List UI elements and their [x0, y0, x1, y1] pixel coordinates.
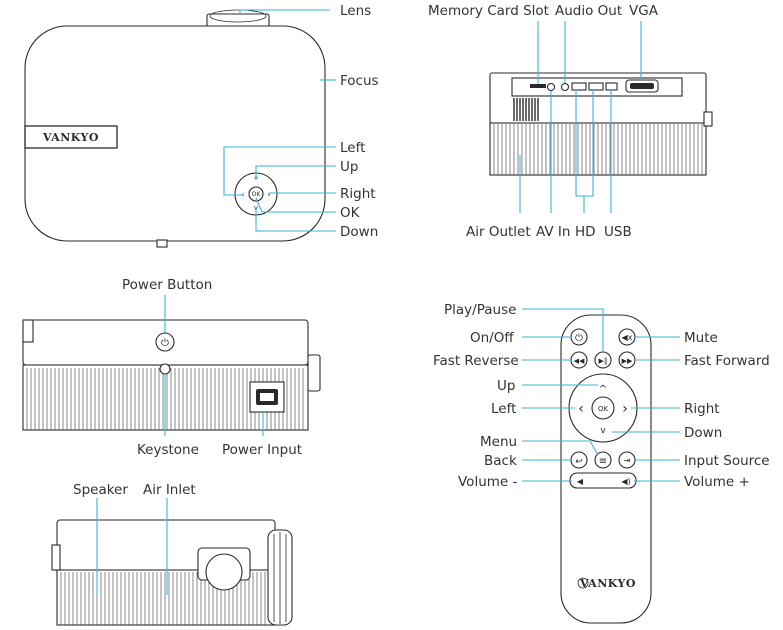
- remote-up-label: Up: [497, 378, 515, 394]
- back-label: Back: [484, 453, 517, 469]
- top-brand-plate: [24, 125, 118, 149]
- volume-plus-label: Volume +: [684, 474, 750, 490]
- remote-ok-text: OK: [598, 405, 609, 413]
- remote-control: ⏻ ◀x ◀◀ ▶‖ ▶▶ OK ^ ‹ › v ↩ ≡ ⇥ ◀ ◀) VANK…: [433, 302, 770, 624]
- front-side-tab: [51, 544, 61, 571]
- pad-right-arrow-icon: ›: [267, 190, 270, 199]
- on-off-icon: ⏻: [575, 333, 583, 344]
- memory-card-slot: [530, 84, 546, 88]
- remote-right-icon: ›: [622, 401, 628, 417]
- pad-ok-text: OK: [252, 191, 262, 198]
- side-focus-wheel: [307, 354, 321, 392]
- mute-label: Mute: [684, 330, 718, 346]
- remote-down-label: Down: [684, 425, 722, 441]
- back-icon: ↩: [575, 457, 583, 467]
- top-right-label: Right: [340, 186, 376, 202]
- top-brand-text: VANKYO: [42, 131, 99, 144]
- memory-card-slot-label: Memory Card Slot: [428, 3, 549, 19]
- power-input-label: Power Input: [222, 442, 302, 458]
- front-lens: [205, 553, 243, 591]
- remote-left-label: Left: [491, 401, 516, 417]
- fast-reverse-label: Fast Reverse: [433, 353, 519, 369]
- top-ok-label: OK: [340, 205, 361, 221]
- remote-up-icon: ^: [599, 384, 607, 395]
- play-pause-icon: ▶‖: [599, 357, 608, 365]
- pad-ok-button: [248, 186, 264, 202]
- fast-reverse-icon: ◀◀: [574, 357, 585, 365]
- front-fins: [60, 572, 266, 625]
- remote-right-label: Right: [684, 401, 720, 417]
- fast-forward-icon: ▶▶: [622, 357, 633, 365]
- input-source-icon: ⇥: [624, 456, 631, 465]
- rear-vent: [513, 98, 539, 121]
- power-button-label: Power Button: [122, 277, 212, 293]
- lens-label: Lens: [340, 3, 371, 19]
- play-pause-label: Play/Pause: [444, 302, 516, 318]
- rear-side-knob: [703, 111, 713, 127]
- mute-icon: ◀x: [622, 333, 633, 342]
- fast-forward-label: Fast Forward: [684, 353, 770, 369]
- av-in-label: AV In: [536, 224, 570, 240]
- focus-label: Focus: [340, 73, 379, 89]
- volume-down-icon: ◀: [577, 477, 584, 486]
- rear-fins: [493, 124, 703, 175]
- side-front-tab: [22, 319, 34, 343]
- menu-icon: ≡: [599, 456, 607, 467]
- keystone-knob: [159, 363, 171, 375]
- speaker-label: Speaker: [73, 482, 128, 498]
- keystone-label: Keystone: [137, 442, 199, 458]
- usb-port: [605, 82, 618, 91]
- on-off-label: On/Off: [470, 330, 514, 346]
- remote-left-icon: ‹: [578, 401, 584, 417]
- side-view: ⏻ Power Button Keystone Power Input: [22, 277, 321, 458]
- remote-down-icon: v: [600, 426, 606, 436]
- volume-up-icon: ◀): [621, 477, 630, 486]
- hd-label: HD: [575, 224, 596, 240]
- air-inlet-label: Air Inlet: [143, 482, 196, 498]
- top-view: VANKYO OK ^ ‹ › v Lens Focus Left Up Rig…: [24, 3, 379, 248]
- volume-minus-label: Volume -: [458, 474, 518, 490]
- remote-brand-text: VANKYO: [579, 577, 636, 590]
- power-icon: ⏻: [161, 338, 169, 349]
- vga-label: VGA: [629, 3, 659, 19]
- remote-logo-icon: [577, 577, 589, 589]
- remote-menu-button: [594, 451, 612, 469]
- top-left-label: Left: [340, 140, 365, 156]
- hd-port-1: [571, 82, 587, 91]
- top-up-label: Up: [340, 159, 358, 175]
- hd-port-2: [588, 82, 604, 91]
- menu-label: Menu: [480, 434, 517, 450]
- av-in-port: [546, 82, 556, 92]
- audio-out-port: [560, 82, 570, 92]
- rear-view: Memory Card Slot Audio Out VGA Air Outle…: [428, 3, 713, 240]
- air-outlet-label: Air Outlet: [466, 224, 531, 240]
- top-down-label: Down: [340, 224, 378, 240]
- top-foot: [156, 239, 168, 248]
- usb-label: USB: [604, 224, 632, 240]
- audio-out-label: Audio Out: [555, 3, 622, 19]
- input-source-label: Input Source: [684, 453, 770, 469]
- front-view: Speaker Air Inlet: [51, 482, 293, 626]
- remote-ok-button: [591, 396, 615, 420]
